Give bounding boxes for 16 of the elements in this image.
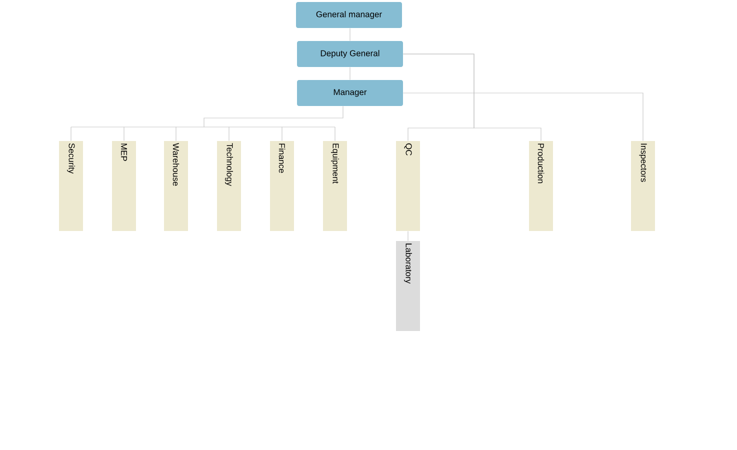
department-box: Inspectors <box>631 141 655 231</box>
department-box: Equipment <box>323 141 347 231</box>
department-box: MEP <box>112 141 136 231</box>
position-box: Manager <box>297 80 403 106</box>
department-box: Production <box>529 141 553 231</box>
connector-line <box>70 106 344 142</box>
department-box: Warehouse <box>164 141 188 231</box>
department-box: QC <box>396 141 420 231</box>
position-box: Deputy General <box>297 41 403 67</box>
department-box: Technology <box>217 141 241 231</box>
department-box: Laboratory <box>396 241 420 331</box>
connector-line <box>402 54 542 142</box>
department-box: Finance <box>270 141 294 231</box>
connector-line <box>402 92 644 142</box>
department-box: Security <box>59 141 83 231</box>
position-box: General manager <box>296 2 402 28</box>
